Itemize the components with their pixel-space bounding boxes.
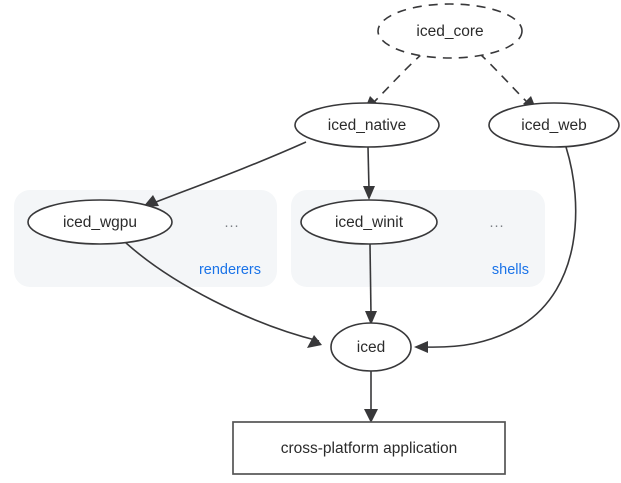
edge-iced-to-app-arrowhead [364,409,378,423]
node-cross-platform-application-shape[interactable] [232,421,506,475]
edge-winit-to-iced-line [369,243,372,316]
edge-web-to-iced [414,146,577,353]
node-iced-wgpu-label: iced_wgpu [63,214,137,231]
cluster-shells-label: shells [492,262,529,278]
node-iced-core-label: iced_core [416,23,483,40]
edge-core-to-web [478,52,537,111]
node-iced-web-shape[interactable] [488,102,620,148]
node-iced-wgpu[interactable]: iced_wgpu [27,199,173,245]
edge-wgpu-to-iced [124,241,322,348]
node-iced-native-label: iced_native [328,117,406,134]
edge-iced-to-app [364,371,378,423]
edge-core-to-native-line [374,52,424,102]
node-cross-platform-application[interactable]: cross-platform application [232,421,506,475]
node-iced-native-shape[interactable] [294,102,440,148]
node-iced-winit-label: iced_winit [335,214,404,231]
node-iced-wgpu-shape[interactable] [27,199,173,245]
edge-native-to-wgpu [143,141,307,207]
node-iced-core-shape[interactable] [377,3,523,59]
edge-native-to-wgpu-line [155,141,307,203]
node-iced[interactable]: iced [330,322,412,372]
edge-native-to-wgpu-arrowhead [143,195,159,207]
node-cross-platform-application-label: cross-platform application [281,440,458,457]
edge-winit-to-iced [365,243,377,325]
edge-winit-to-iced-arrowhead [365,311,377,325]
edge-web-to-iced-arrowhead [414,341,428,353]
shells-more-ellipsis: ... [489,215,504,231]
node-iced-native[interactable]: iced_native [294,102,440,148]
node-iced-shape[interactable] [330,322,412,372]
cluster-renderers-label: renderers [199,262,261,278]
node-iced-web[interactable]: iced_web [488,102,620,148]
edge-web-to-iced-line [423,146,577,348]
node-iced-core[interactable]: iced_core [377,3,523,59]
node-iced-winit-shape[interactable] [300,199,438,245]
edge-native-to-winit [363,146,375,200]
node-iced-label: iced [357,339,385,356]
node-iced-web-label: iced_web [521,117,587,134]
renderers-more-ellipsis: ... [224,215,239,231]
edge-core-to-web-line [478,52,527,102]
edge-native-to-winit-arrowhead [363,186,375,200]
node-iced-winit[interactable]: iced_winit [300,199,438,245]
edge-wgpu-to-iced-line [124,241,320,342]
edge-native-to-winit-line [367,146,370,191]
edge-wgpu-to-iced-arrowhead [307,335,322,348]
